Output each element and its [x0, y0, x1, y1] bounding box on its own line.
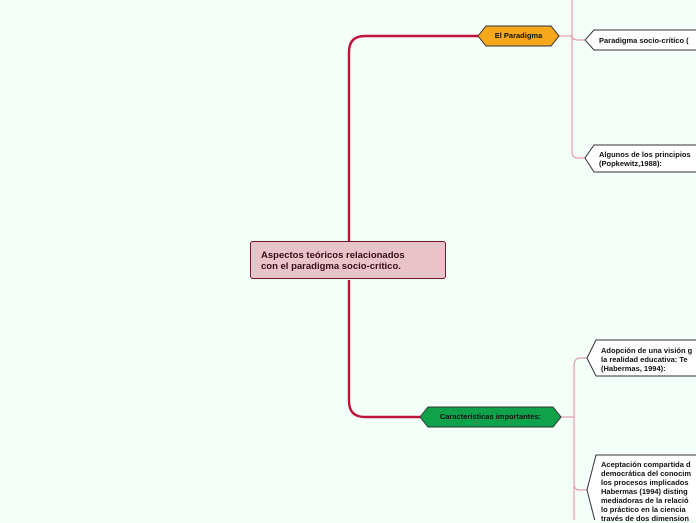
connector-central-to-paradigma [347, 34, 480, 241]
leaf-vision-global[interactable]: Adopción de una visión g la realidad edu… [601, 346, 693, 373]
leaf-outline-paradigma-2[interactable] [584, 144, 696, 173]
leaf-paradigma-socio-critico[interactable]: Paradigma socio-crítico ( [599, 36, 689, 45]
leaf-outline-caracteristicas-1[interactable] [586, 339, 696, 377]
connector-central-to-caracteristicas [347, 280, 422, 419]
central-topic-line1: Aspectos teóricos relacionados [261, 250, 405, 261]
caracteristicas-node-shape[interactable] [419, 406, 562, 428]
leaf-outline-paradigma-1[interactable] [584, 29, 696, 51]
leaf-aceptacion-compartida[interactable]: Aceptación compartida d democrática del … [601, 460, 692, 523]
paradigma-node-shape[interactable] [477, 25, 560, 47]
leaf-outline-caracteristicas-2[interactable] [586, 454, 696, 520]
leaf-principios-popkewitz[interactable]: Algunos de los principios (Popkewitz,198… [599, 150, 691, 168]
connector-paradigma-children [559, 0, 585, 159]
central-topic-line2: con el paradigma socio-crítico. [261, 261, 401, 272]
central-topic[interactable]: Aspectos teóricos relacionados con el pa… [250, 241, 446, 279]
connector-caracteristicas-children [561, 357, 587, 520]
paradigma-node-label[interactable]: El Paradigma [494, 31, 543, 40]
caracteristicas-node-label[interactable]: Características importantes: [439, 412, 542, 421]
